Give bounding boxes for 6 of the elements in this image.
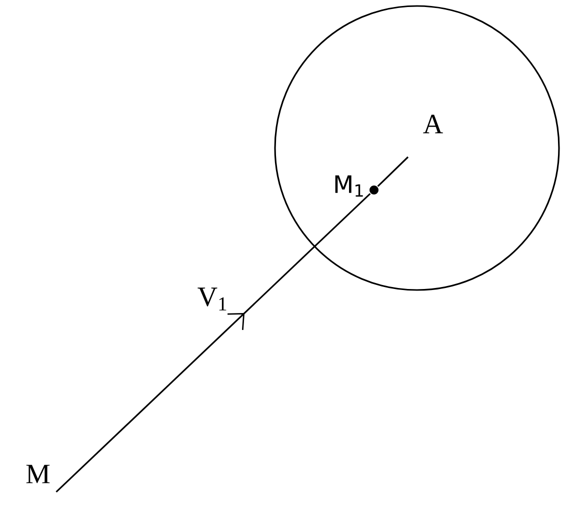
point-label: A: [423, 114, 443, 134]
edge-label: V$_{1}$: [198, 288, 226, 310]
line: [56, 193, 371, 493]
point-label: M: [26, 464, 50, 484]
point-label: M$_{1}$: [335, 175, 363, 197]
line: [377, 156, 409, 187]
